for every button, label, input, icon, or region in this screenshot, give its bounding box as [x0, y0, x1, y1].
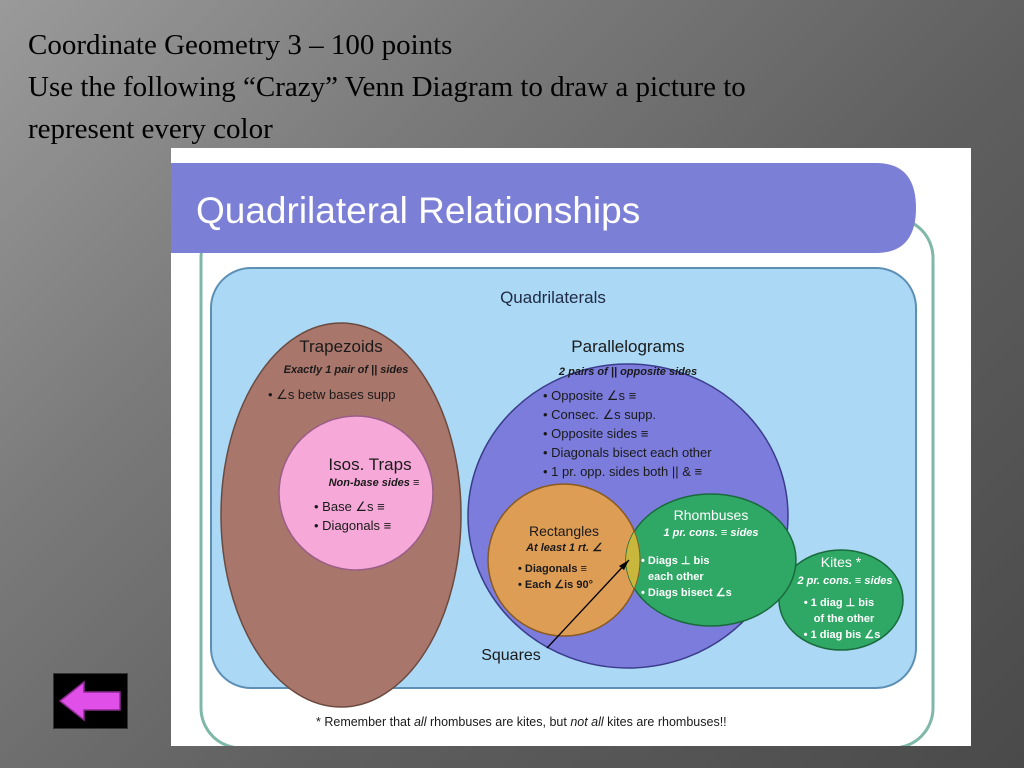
parallelograms-subtitle: 2 pairs of || opposite sides	[558, 366, 697, 378]
rhombuses-item: each other	[648, 571, 704, 583]
kites-subtitle: 2 pr. cons. ≡ sides	[796, 575, 892, 587]
parallelograms-item: • Diagonals bisect each other	[543, 445, 712, 460]
quadrilaterals-label: Quadrilaterals	[500, 288, 606, 307]
rectangles-subtitle: At least 1 rt. ∠	[525, 542, 602, 554]
kites-item: of the other	[814, 613, 875, 625]
isos-traps-subtitle: Non-base sides ≡	[329, 477, 420, 489]
rhombuses-item: • Diags ⊥ bis	[641, 555, 709, 567]
banner-title: Quadrilateral Relationships	[196, 190, 640, 231]
isos-traps-label: Isos. Traps	[328, 455, 411, 474]
rhombuses-subtitle: 1 pr. cons. ≡ sides	[663, 527, 758, 539]
isos-traps-item: • Diagonals ≡	[314, 518, 391, 533]
title-line-2: Use the following “Crazy” Venn Diagram t…	[28, 71, 746, 103]
title-line-1: Coordinate Geometry 3 – 100 points	[28, 29, 453, 61]
left-arrow-icon	[58, 680, 121, 722]
squares-pointer-arrowhead	[619, 560, 629, 570]
venn-diagram-figure: Quadrilateral Relationships Quadrilatera…	[171, 148, 971, 746]
isos-traps-circle	[278, 415, 434, 571]
rectangles-item: • Each ∠is 90°	[518, 579, 593, 591]
rectangles-circle	[487, 483, 641, 637]
squares-pointer-line	[546, 559, 630, 649]
back-button[interactable]	[53, 673, 128, 729]
venn-diagram: Quadrilateral Relationships Quadrilatera…	[171, 163, 935, 746]
kites-item: • 1 diag bis ∠s	[804, 629, 881, 641]
footnote: * Remember that all rhombuses are kites,…	[316, 715, 727, 729]
parallelograms-item: • Opposite ∠s ≡	[543, 388, 636, 403]
parallelograms-item: • Consec. ∠s supp.	[543, 407, 656, 422]
trapezoids-item: • ∠s betw bases supp	[268, 387, 396, 402]
parallelograms-item: • Opposite sides ≡	[543, 426, 648, 441]
kites-item: • 1 diag ⊥ bis	[804, 597, 874, 609]
trapezoids-subtitle: Exactly 1 pair of || sides	[284, 364, 409, 376]
kites-label: Kites *	[821, 554, 862, 570]
slide-title: Coordinate Geometry 3 – 100 points Use t…	[28, 24, 988, 150]
title-banner	[171, 163, 916, 253]
rectangles-outline	[487, 483, 641, 637]
rhombuses-item: • Diags bisect ∠s	[641, 587, 732, 599]
parallelograms-label: Parallelograms	[571, 337, 684, 356]
trapezoids-label: Trapezoids	[299, 337, 382, 356]
isos-traps-item: • Base ∠s ≡	[314, 499, 385, 514]
rectangles-label: Rectangles	[529, 523, 599, 539]
rectangles-item: • Diagonals ≡	[518, 563, 587, 575]
squares-label: Squares	[481, 647, 541, 664]
parallelograms-item: • 1 pr. opp. sides both || & ≡	[543, 464, 702, 479]
title-line-3: represent every color	[28, 113, 273, 145]
rhombuses-label: Rhombuses	[674, 507, 749, 523]
